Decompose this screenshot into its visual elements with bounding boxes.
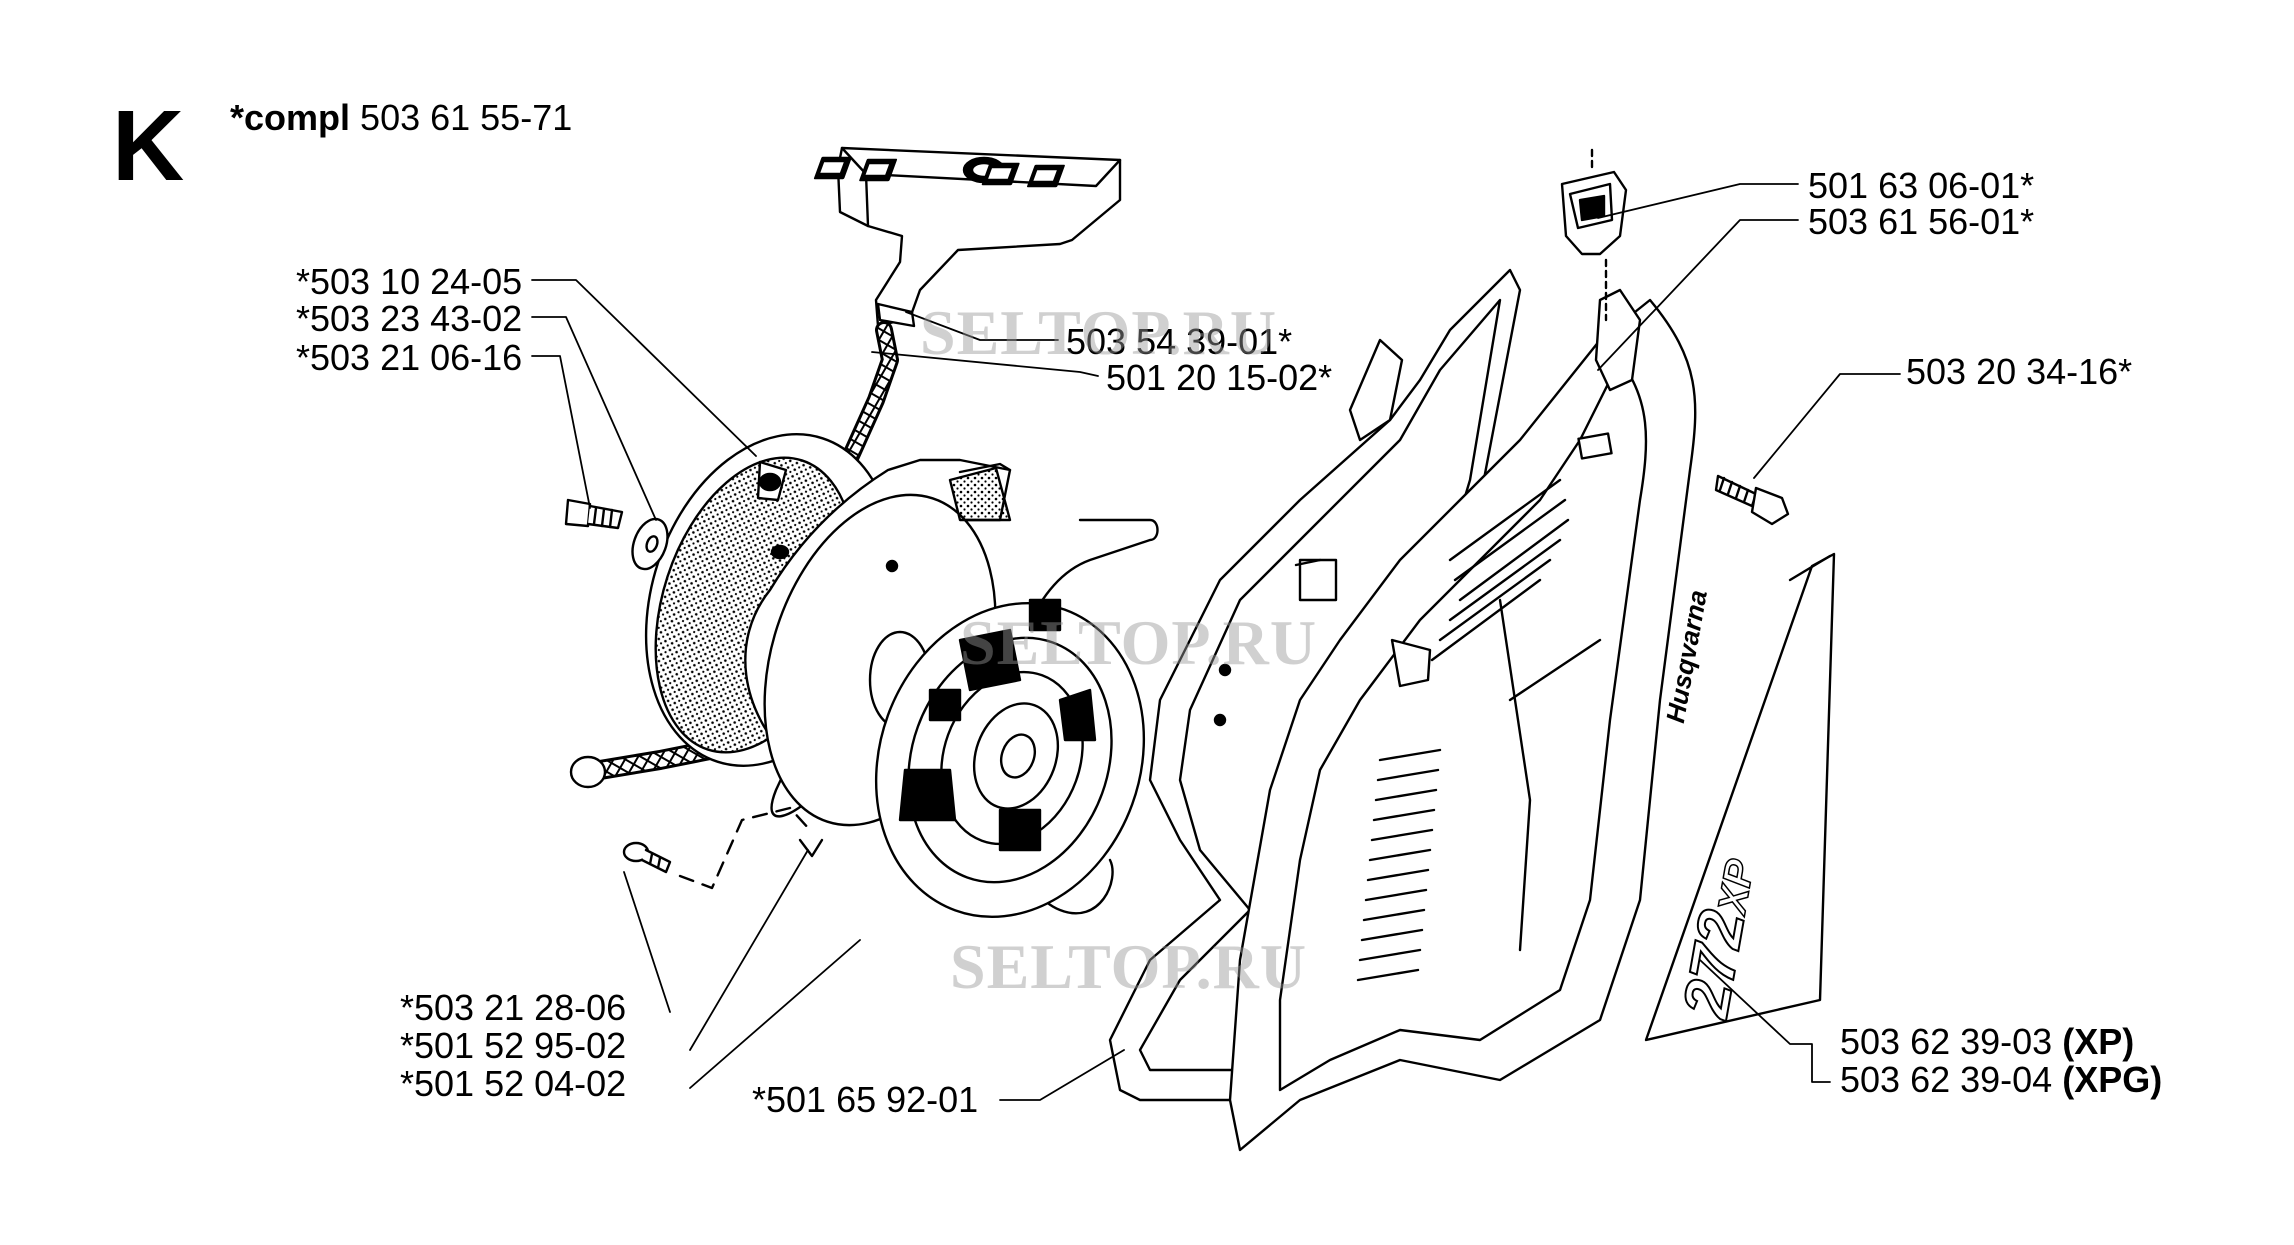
label-part-8: 503 20 34-16* — [1906, 351, 2133, 392]
model-decal — [1644, 552, 1836, 1042]
label-part-10: *501 52 95-02 — [400, 1025, 627, 1066]
washer — [631, 517, 669, 571]
cover-bolt — [1714, 474, 1790, 526]
section-letter: K — [112, 90, 185, 202]
leader-lines — [531, 183, 1901, 1101]
assembly-part-number: 503 61 55-71 — [360, 97, 573, 138]
label-part-11: *501 52 04-02 — [400, 1063, 627, 1104]
label-part-14-variant: (XPG) — [2062, 1059, 2163, 1100]
starter-cover — [1228, 288, 1697, 1152]
label-part-6: 501 63 06-01* — [1808, 165, 2035, 206]
recoil-spring — [874, 518, 1159, 918]
label-part-5: 501 20 15-02* — [1106, 357, 1333, 398]
label-part-13: 503 62 39-03 (XP) — [1840, 1024, 2134, 1060]
label-part-13-variant: (XP) — [2062, 1021, 2135, 1062]
label-part-13-number: 503 62 39-03 — [1840, 1021, 2053, 1062]
starter-handle — [813, 146, 1122, 328]
label-part-3: *503 21 06-16 — [296, 337, 523, 378]
label-part-1: *503 10 24-05 — [296, 261, 523, 302]
label-part-14-number: 503 62 39-04 — [1840, 1059, 2053, 1100]
watermark-3: SELTOP.RU — [950, 931, 1308, 1002]
watermark-1: SELTOP.RU — [920, 297, 1278, 368]
label-part-14: 503 62 39-04 (XPG) — [1840, 1062, 2162, 1098]
label-part-4: 503 54 39-01* — [1066, 321, 1293, 362]
label-part-7: 503 61 56-01* — [1808, 201, 2035, 242]
watermark-2: SELTOP.RU — [960, 607, 1318, 678]
label-part-12: *501 65 92-01 — [752, 1079, 979, 1120]
decal-model-suffix: XP — [1709, 856, 1763, 918]
label-part-2: *503 23 43-02 — [296, 298, 523, 339]
cover-clip — [1560, 148, 1628, 322]
assembly-prefix: *compl — [230, 97, 351, 138]
housing-screw — [622, 806, 812, 890]
assembly-number: *compl 503 61 55-71 — [230, 100, 572, 136]
pulley-screw — [564, 498, 624, 530]
label-part-9: *503 21 28-06 — [400, 987, 627, 1028]
